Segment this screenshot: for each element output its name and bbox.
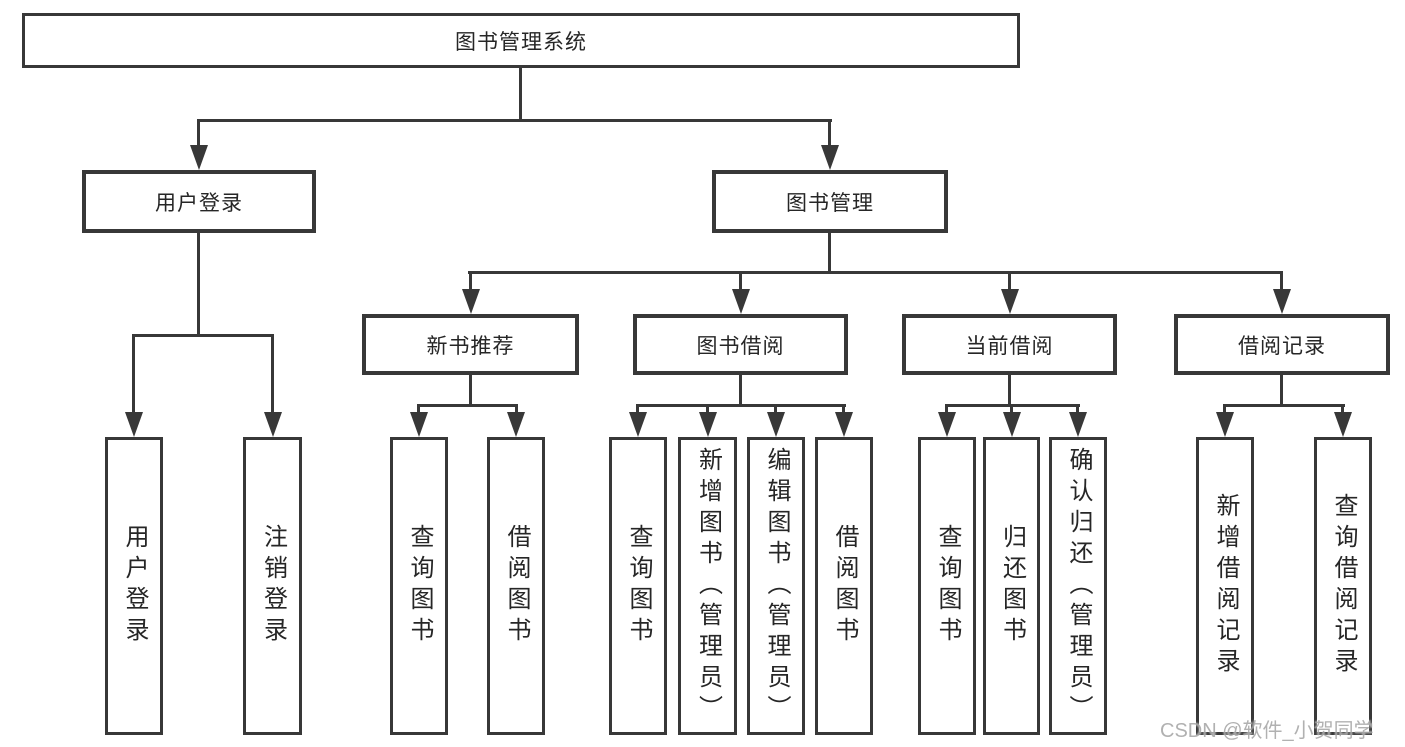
arrow-down-icon: [821, 145, 839, 170]
node-label: 图书管理系统: [455, 30, 587, 54]
node-label: 确认归还（管理员）: [1065, 446, 1092, 726]
leaf-logout: 注销登录: [243, 437, 302, 735]
arrow-down-icon: [629, 412, 647, 437]
arrow-down-icon: [1069, 412, 1087, 437]
leaf-borrow-books-borrowing: 借阅图书: [815, 437, 873, 735]
connector-line: [1341, 404, 1344, 416]
connector-line: [197, 119, 200, 149]
connector-line: [1010, 404, 1013, 416]
connector-line: [636, 404, 846, 407]
connector-line: [515, 404, 518, 416]
connector-line: [706, 404, 709, 416]
arrow-down-icon: [410, 412, 428, 437]
node-label: 新书推荐: [426, 334, 515, 358]
arrow-down-icon: [732, 289, 750, 314]
arrow-down-icon: [1334, 412, 1352, 437]
node-label: 查询借阅记录: [1330, 493, 1357, 679]
node-label: 图书管理: [786, 191, 874, 215]
connector-line: [519, 68, 522, 121]
arrow-down-icon: [190, 145, 208, 170]
arrow-down-icon: [264, 412, 282, 437]
node-borrowing-records: 借阅记录: [1174, 314, 1390, 375]
node-library-system: 图书管理系统: [22, 13, 1020, 68]
connector-line: [197, 119, 832, 122]
leaf-edit-books-admin: 编辑图书（管理员）: [747, 437, 805, 735]
arrow-down-icon: [125, 412, 143, 437]
arrow-down-icon: [938, 412, 956, 437]
connector-line: [828, 119, 831, 149]
connector-line: [842, 404, 845, 416]
node-label: 用户登录: [155, 191, 243, 215]
connector-line: [1008, 271, 1011, 293]
arrow-down-icon: [835, 412, 853, 437]
csdn-watermark: CSDN @软件_小贺同学: [1160, 720, 1374, 742]
node-label: 新增图书（管理员）: [694, 446, 722, 726]
connector-line: [132, 334, 135, 414]
node-label: 查询图书: [406, 524, 433, 648]
node-label: 用户登录: [121, 524, 148, 648]
node-new-book-recommend: 新书推荐: [362, 314, 579, 375]
arrow-down-icon: [462, 289, 480, 314]
node-label: 新增借阅记录: [1212, 493, 1239, 679]
connector-line: [1280, 271, 1283, 293]
connector-line: [739, 375, 742, 406]
leaf-add-borrow-record: 新增借阅记录: [1196, 437, 1254, 735]
connector-line: [1223, 404, 1226, 416]
connector-line: [739, 271, 742, 293]
arrow-down-icon: [699, 412, 717, 437]
node-label: 归还图书: [998, 524, 1026, 648]
leaf-add-books-admin: 新增图书（管理员）: [678, 437, 737, 735]
connector-line: [469, 271, 472, 293]
leaf-query-books-current: 查询图书: [918, 437, 976, 735]
connector-line: [132, 334, 274, 337]
arrow-down-icon: [1003, 412, 1021, 437]
arrow-down-icon: [507, 412, 525, 437]
node-label: 当前借阅: [965, 334, 1054, 358]
connector-line: [774, 404, 777, 416]
connector-line: [197, 233, 200, 337]
connector-line: [945, 404, 948, 416]
arrow-down-icon: [767, 412, 785, 437]
node-book-management: 图书管理: [712, 170, 948, 233]
leaf-query-books-recommend: 查询图书: [390, 437, 448, 735]
node-label: 图书借阅: [696, 334, 785, 358]
leaf-query-borrow-record: 查询借阅记录: [1314, 437, 1372, 735]
node-label: 借阅图书: [503, 524, 530, 648]
leaf-borrow-books-recommend: 借阅图书: [487, 437, 545, 735]
node-user-login: 用户登录: [82, 170, 316, 233]
node-label: 注销登录: [259, 524, 287, 648]
connector-line: [469, 375, 472, 406]
node-current-borrowing: 当前借阅: [902, 314, 1117, 375]
node-label: 借阅记录: [1238, 334, 1326, 358]
leaf-query-books-borrowing: 查询图书: [609, 437, 667, 735]
connector-line: [1008, 375, 1011, 406]
connector-line: [417, 404, 420, 416]
connector-line: [417, 404, 518, 407]
connector-line: [636, 404, 639, 416]
connector-line: [1223, 404, 1345, 407]
connector-line: [271, 334, 274, 414]
arrow-down-icon: [1216, 412, 1234, 437]
connector-line: [828, 233, 831, 274]
node-label: 借阅图书: [831, 524, 858, 648]
node-book-borrowing: 图书借阅: [633, 314, 848, 375]
leaf-return-books: 归还图书: [983, 437, 1040, 735]
node-label: 查询图书: [625, 524, 652, 648]
connector-line: [468, 271, 1283, 274]
node-label: 查询图书: [934, 524, 961, 648]
connector-line: [1280, 375, 1283, 406]
arrow-down-icon: [1273, 289, 1291, 314]
connector-line: [1076, 404, 1079, 416]
arrow-down-icon: [1001, 289, 1019, 314]
node-label: 编辑图书（管理员）: [763, 446, 790, 726]
leaf-user-login: 用户登录: [105, 437, 163, 735]
leaf-confirm-return-admin: 确认归还（管理员）: [1049, 437, 1107, 735]
